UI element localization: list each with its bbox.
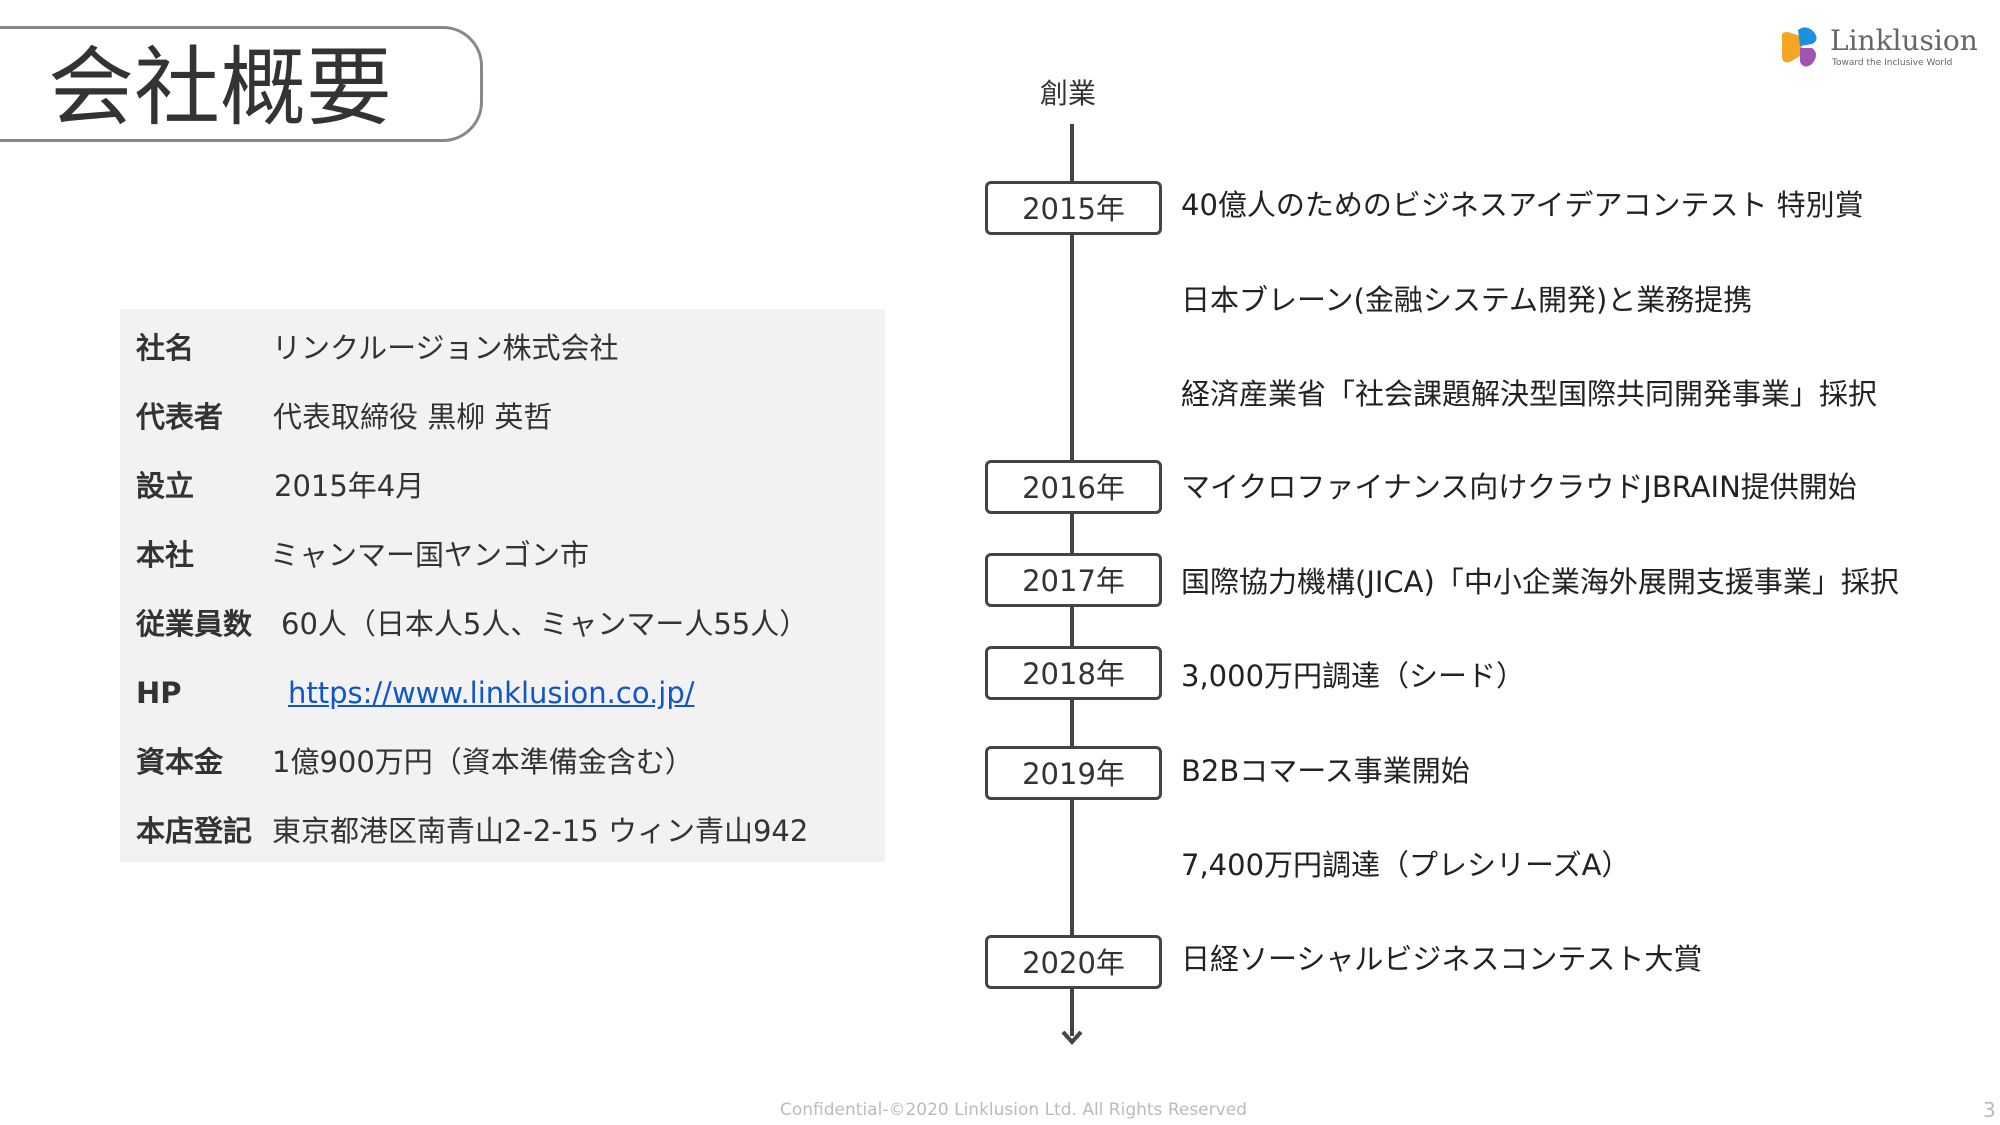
homepage-link[interactable]: https://www.linklusion.co.jp/ (288, 676, 695, 710)
profile-label: 社名 (136, 331, 195, 365)
profile-value: 60人（日本人5人、ミャンマー人55人） (281, 607, 809, 641)
profile-label: 本社 (136, 538, 195, 572)
timeline-event: 日本ブレーン(金融システム開発)と業務提携 (1181, 283, 1753, 317)
year-box: 2020年 (985, 935, 1162, 989)
profile-value: 代表取締役 黒柳 英哲 (273, 400, 553, 434)
linklusion-logo: Linklusion Toward the Inclusive World (1778, 24, 1993, 76)
timeline-event: 日経ソーシャルビジネスコンテスト大賞 (1181, 942, 1703, 976)
logo-tagline: Toward the Inclusive World (1832, 58, 1953, 68)
year-box: 2016年 (985, 460, 1162, 514)
timeline-event: 経済産業省「社会課題解決型国際共同開発事業」採択 (1181, 377, 1878, 411)
profile-label: 従業員数 (136, 607, 253, 641)
profile-value: 東京都港区南青山2-2-15 ウィン青山942 (272, 814, 809, 848)
logo-wordmark: Linklusion (1830, 24, 1978, 57)
year-box: 2017年 (985, 553, 1162, 607)
profile-label: 資本金 (136, 745, 224, 779)
profile-value: 1億900万円（資本準備金含む） (272, 745, 694, 779)
profile-value: リンクルージョン株式会社 (272, 331, 619, 365)
profile-label: 本店登記 (136, 814, 253, 848)
timeline-event: B2Bコマース事業開始 (1181, 754, 1470, 788)
arrow-down-icon (1061, 1030, 1083, 1045)
profile-value: ミャンマー国ヤンゴン市 (270, 538, 590, 572)
profile-value: 2015年4月 (274, 469, 425, 503)
timeline-event: 7,400万円調達（プレシリーズA） (1181, 848, 1631, 882)
year-box: 2015年 (985, 181, 1162, 235)
timeline-start-label: 創業 (1040, 77, 1097, 110)
timeline-event: マイクロファイナンス向けクラウドJBRAIN提供開始 (1181, 470, 1857, 504)
year-box: 2019年 (985, 746, 1162, 800)
page-title: 会社概要 (48, 38, 392, 138)
profile-label: 代表者 (136, 400, 224, 434)
footer-copyright: Confidential-©2020 Linklusion Ltd. All R… (780, 1100, 1247, 1120)
profile-label: HP (136, 676, 182, 710)
year-box: 2018年 (985, 646, 1162, 700)
timeline-event: 国際協力機構(JICA)「中小企業海外展開支援事業」採択 (1181, 565, 1899, 599)
logo-mark-icon (1781, 27, 1817, 67)
timeline-event: 40億人のためのビジネスアイデアコンテスト 特別賞 (1181, 188, 1864, 222)
page-number: 3 (1983, 1098, 1996, 1122)
timeline-event: 3,000万円調達（シード） (1181, 659, 1526, 693)
profile-label: 設立 (136, 469, 195, 503)
title-frame (0, 26, 483, 142)
